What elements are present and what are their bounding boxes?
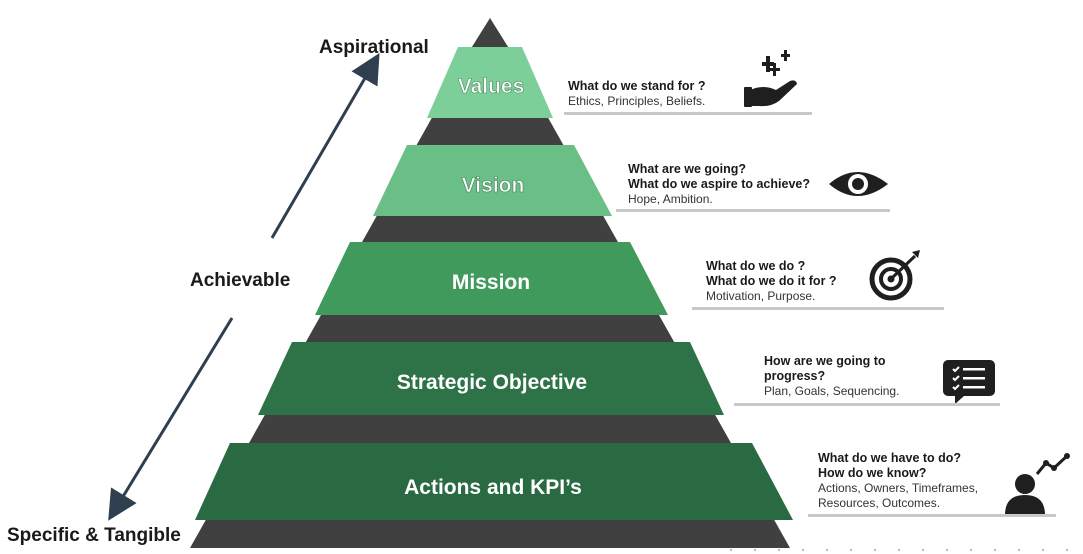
info-strategic-question-1: How are we going to <box>764 354 886 368</box>
person-chart-icon <box>1005 453 1070 515</box>
info-vision-question-2: What do we aspire to achieve? <box>628 177 810 191</box>
level-band-mission <box>315 242 668 315</box>
info-actions-detail-2: Resources, Outcomes. <box>818 496 941 510</box>
info-mission-question-1: What do we do ? <box>706 259 806 273</box>
checklist-icon <box>943 360 995 404</box>
hand-sparkle-icon <box>744 50 797 107</box>
info-actions-question-2: How do we know? <box>818 466 927 480</box>
info-actions-detail-1: Actions, Owners, Timeframes, <box>818 481 979 495</box>
arrow-down <box>108 317 234 521</box>
level-title-strategic: Strategic Objective <box>397 371 587 394</box>
info-actions-question-1: What do we have to do? <box>818 451 962 465</box>
level-band-values <box>427 47 553 118</box>
info-values-detail-1: Ethics, Principles, Beliefs. <box>568 94 706 108</box>
level-title-vision: Vision <box>462 174 525 197</box>
info-vision-question-1: What are we going? <box>628 162 747 176</box>
eye-icon <box>829 172 888 196</box>
target-icon <box>869 250 920 301</box>
label-specific-tangible: Specific & Tangible <box>7 525 181 546</box>
level-title-actions: Actions and KPI’s <box>404 476 582 499</box>
info-vision-detail-1: Hope, Ambition. <box>628 192 713 206</box>
level-title-mission: Mission <box>452 271 530 294</box>
info-actions-rule <box>808 514 1056 517</box>
info-mission-rule <box>692 307 944 310</box>
info-strategic-question-2: progress? <box>764 369 826 383</box>
level-band-strategic <box>258 342 724 415</box>
info-values-question-1: What do we stand for ? <box>568 79 706 93</box>
level-band-actions <box>195 443 793 520</box>
info-mission-detail-1: Motivation, Purpose. <box>706 289 816 303</box>
info-mission: What do we do ? What do we do it for ? M… <box>692 259 944 310</box>
info-values: What do we stand for ? Ethics, Principle… <box>564 79 812 115</box>
level-title-values: Values <box>458 75 525 98</box>
info-strategic-detail-1: Plan, Goals, Sequencing. <box>764 384 900 398</box>
label-achievable: Achievable <box>190 270 291 291</box>
info-vision: What are we going? What do we aspire to … <box>616 162 890 212</box>
info-vision-rule <box>616 209 890 212</box>
info-actions: What do we have to do? How do we know? A… <box>808 451 1056 517</box>
info-strategic-rule <box>734 403 1000 406</box>
info-values-rule <box>564 112 812 115</box>
level-band-vision <box>373 145 612 216</box>
info-strategic: How are we going to progress? Plan, Goal… <box>734 354 1000 406</box>
label-aspirational: Aspirational <box>319 37 429 58</box>
info-mission-question-2: What do we do it for ? <box>706 274 837 288</box>
arrow-up <box>270 53 380 239</box>
